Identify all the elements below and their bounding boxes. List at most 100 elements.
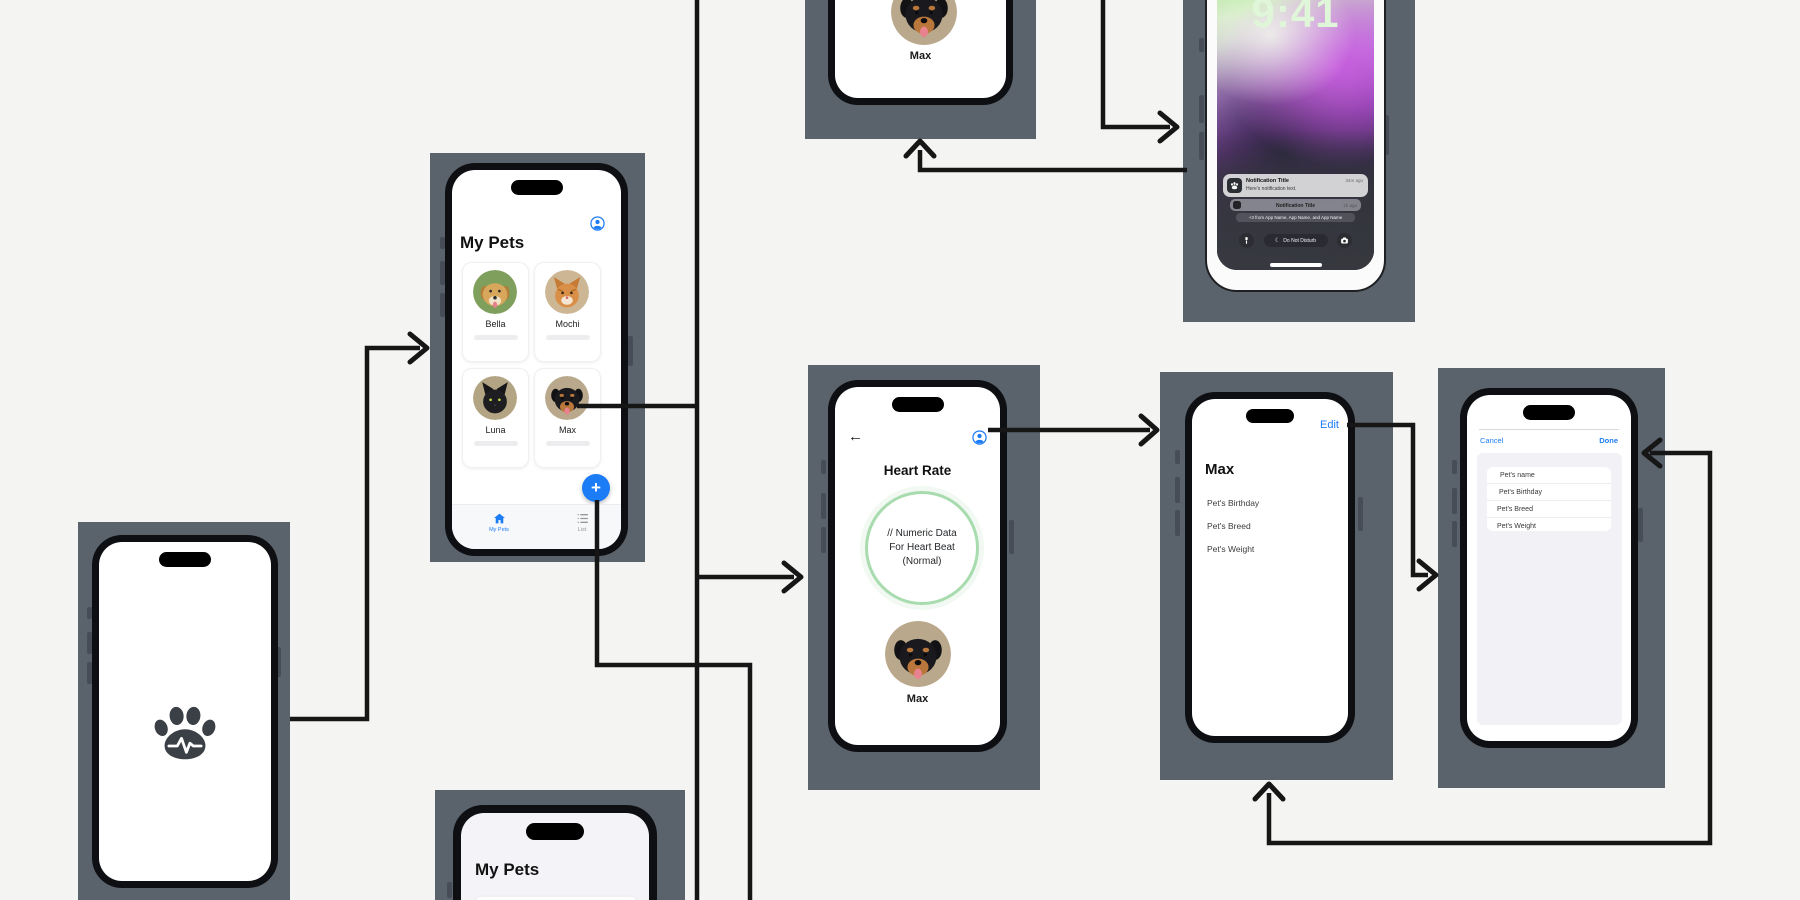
dnd-label: Do Not Disturb — [1283, 237, 1317, 244]
pet-photo-luna — [473, 376, 517, 420]
artboard-lock-screen[interactable]: 9:41 Notification Title Here's notificat… — [1183, 0, 1415, 322]
back-button[interactable]: ← — [848, 428, 863, 445]
home-icon — [493, 512, 506, 525]
stack-summary-text: +3 from App Name, App Name, and App Name — [1248, 215, 1343, 220]
heart-rate-placeholder-line: (Normal) — [902, 556, 942, 567]
side-button — [440, 293, 445, 317]
arrowhead — [1157, 110, 1180, 144]
artboard-my-pets-list[interactable]: My Pets — [435, 790, 685, 900]
field-label: Pet's Weight — [1207, 544, 1255, 554]
pet-card-bella[interactable]: Bella — [462, 262, 529, 362]
placeholder-line — [545, 441, 590, 446]
side-button — [1384, 115, 1389, 155]
pet-photo-mochi — [545, 270, 589, 314]
camera-button[interactable] — [1337, 233, 1352, 248]
heart-rate-circle: // Numeric Data For Heart Beat (Normal) — [865, 491, 979, 605]
field-label: Pet's Breed — [1207, 521, 1251, 531]
my-pets-screen: My Pets Bella Mochi Luna — [452, 170, 621, 549]
notification-1[interactable]: Notification Title Here's notification t… — [1223, 174, 1368, 197]
form-field-weight[interactable]: Pet's Weight — [1497, 522, 1536, 530]
tab-my-pets[interactable]: My Pets — [474, 512, 524, 533]
artboard-pet-form[interactable]: Cancel Done Pet's name Pet's Birthday Pe… — [1438, 368, 1665, 788]
pet-photo-max — [885, 621, 951, 687]
tab-bar: My Pets List — [452, 504, 621, 549]
side-button — [821, 460, 826, 474]
edit-button[interactable]: Edit — [1320, 419, 1339, 431]
pet-name: Luna — [485, 425, 506, 435]
pet-title: Max — [1205, 461, 1235, 478]
pet-photo-max — [891, 0, 957, 45]
dynamic-island — [526, 823, 584, 840]
artboard-my-pets[interactable]: My Pets Bella Mochi Luna — [430, 153, 645, 562]
notification-2[interactable]: Notification Title 1h ago — [1230, 199, 1361, 211]
dynamic-island — [1523, 405, 1575, 420]
artboard-splash[interactable] — [78, 522, 290, 900]
moon-icon: ☾ — [1274, 238, 1281, 244]
artboard-max-profile[interactable]: Max — [805, 0, 1036, 139]
form-sheet: Pet's name Pet's Birthday Pet's Breed Pe… — [1477, 453, 1622, 725]
notification-stack-summary[interactable]: +3 from App Name, App Name, and App Name — [1236, 213, 1355, 222]
notification-time: 1h ago — [1343, 202, 1357, 208]
dynamic-island — [510, 180, 563, 195]
side-button — [87, 662, 92, 684]
lock-time: 9:41 — [1251, 0, 1340, 36]
divider — [1479, 429, 1619, 430]
form-field-name[interactable]: Pet's name — [1487, 467, 1611, 484]
pet-card-max[interactable]: Max — [534, 368, 601, 468]
splash-screen — [99, 542, 271, 881]
artboard-max-detail[interactable]: Edit Max Pet's Birthday Pet's Breed Pet'… — [1160, 372, 1393, 780]
form-card: Pet's name Pet's Birthday Pet's Breed Pe… — [1487, 467, 1611, 531]
phone-my-pets-list: My Pets — [453, 805, 657, 900]
notification-app-icon — [1233, 201, 1241, 209]
heart-rate-placeholder-line: // Numeric Data — [887, 528, 957, 539]
camera-icon — [1340, 236, 1349, 245]
pet-name: Mochi — [555, 319, 580, 329]
pet-row[interactable] — [473, 896, 639, 900]
connector-to-lock — [1100, 0, 1170, 130]
tab-list[interactable]: List — [557, 512, 607, 533]
notification-title: Notification Title — [1275, 202, 1316, 209]
side-button — [1199, 95, 1204, 123]
pet-name: Max — [558, 425, 576, 435]
pet-name-label: Max — [906, 693, 929, 705]
phone-lock: 9:41 Notification Title Here's notificat… — [1205, 0, 1386, 292]
tab-label: My Pets — [489, 527, 509, 533]
phone-max-profile: Max — [828, 0, 1013, 105]
max-detail-screen: Edit Max Pet's Birthday Pet's Breed Pet'… — [1192, 399, 1348, 736]
pet-card-mochi[interactable]: Mochi — [534, 262, 601, 362]
field-label: Pet's Birthday — [1207, 498, 1260, 508]
max-profile-screen: Max — [835, 0, 1006, 98]
side-button — [1175, 450, 1180, 464]
form-field-birthday[interactable]: Pet's Birthday — [1487, 484, 1611, 501]
arrowhead — [1252, 781, 1286, 802]
side-button — [440, 237, 445, 249]
placeholder-line — [545, 335, 590, 340]
profile-icon[interactable] — [972, 430, 987, 445]
side-button — [1199, 38, 1204, 52]
side-button — [87, 632, 92, 654]
side-button — [1175, 510, 1180, 536]
phone-max-detail: Edit Max Pet's Birthday Pet's Breed Pet'… — [1185, 392, 1355, 743]
arrowhead — [1138, 413, 1160, 447]
artboard-heart-rate[interactable]: ← Heart Rate // Numeric Data For Heart B… — [808, 365, 1040, 790]
pet-card-luna[interactable]: Luna — [462, 368, 529, 468]
side-button — [447, 882, 452, 898]
profile-icon[interactable] — [590, 216, 605, 231]
notification-title: Notification Title — [1246, 178, 1289, 184]
home-indicator[interactable] — [1269, 263, 1322, 267]
pet-fields: Pet's Birthday Pet's Breed Pet's Weight — [1207, 498, 1259, 567]
dnd-pill[interactable]: ☾ Do Not Disturb — [1263, 234, 1328, 247]
side-button — [1638, 508, 1643, 542]
flashlight-button[interactable] — [1239, 233, 1254, 248]
heart-rate-placeholder-line: For Heart Beat — [889, 542, 955, 553]
my-pets-list-screen: My Pets — [461, 813, 649, 900]
arrowhead — [903, 138, 937, 159]
tab-label: List — [577, 527, 587, 533]
dynamic-island — [159, 552, 211, 567]
done-button[interactable]: Done — [1599, 436, 1618, 445]
pet-photo-bella — [473, 270, 517, 314]
cancel-button[interactable]: Cancel — [1480, 436, 1504, 445]
add-pet-button[interactable]: + — [582, 474, 610, 502]
form-field-breed[interactable]: Pet's Breed — [1487, 501, 1611, 518]
